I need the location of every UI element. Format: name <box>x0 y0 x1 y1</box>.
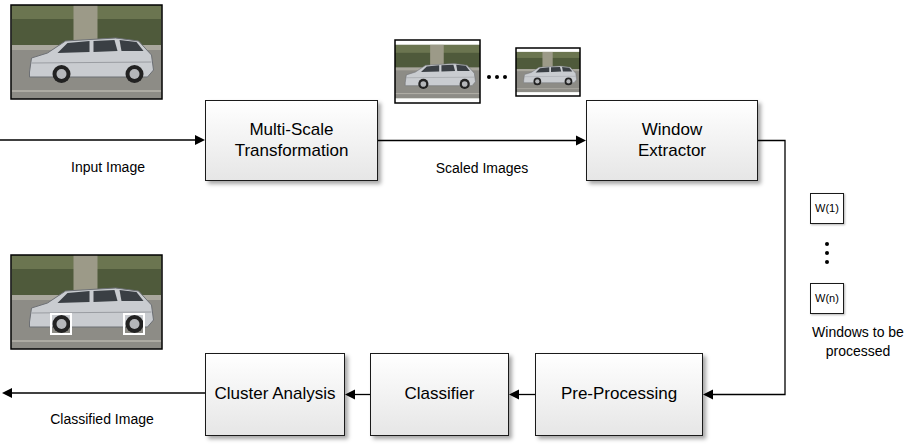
caption-label: Input Image <box>43 158 173 177</box>
process-box: Window Extractor <box>586 100 758 181</box>
arrow-connector <box>509 390 535 400</box>
arrow-connector <box>345 390 370 400</box>
window-box: W(n) <box>810 283 844 314</box>
vertical-dots <box>825 242 829 264</box>
arrow-connector <box>378 136 586 146</box>
input-arrow <box>0 135 205 145</box>
box-label: Window Extractor <box>617 120 727 161</box>
box-label: W(1) <box>815 202 839 215</box>
box-label: Cluster Analysis <box>215 384 336 404</box>
input-photo <box>11 5 162 99</box>
window-box: W(1) <box>810 193 844 224</box>
edge-label: Scaled Images <box>402 159 562 178</box>
process-box: Multi-Scale Transformation <box>205 100 378 181</box>
ellipsis-dots <box>487 75 507 79</box>
output-photo <box>11 255 162 349</box>
caption-label: Windows to be processed <box>806 323 910 361</box>
process-box: Cluster Analysis <box>205 353 345 436</box>
box-label: W(n) <box>815 292 839 305</box>
box-label: Pre-Processing <box>561 384 677 404</box>
process-box: Classifier <box>370 353 509 436</box>
output-arrow <box>2 388 205 398</box>
process-box: Pre-Processing <box>535 353 703 436</box>
box-label: Multi-Scale Transformation <box>217 120 367 161</box>
caption-label: Classified Image <box>32 410 172 429</box>
scaled-photo <box>516 48 580 96</box>
box-label: Classifier <box>405 384 475 404</box>
scaled-photo <box>395 40 480 103</box>
